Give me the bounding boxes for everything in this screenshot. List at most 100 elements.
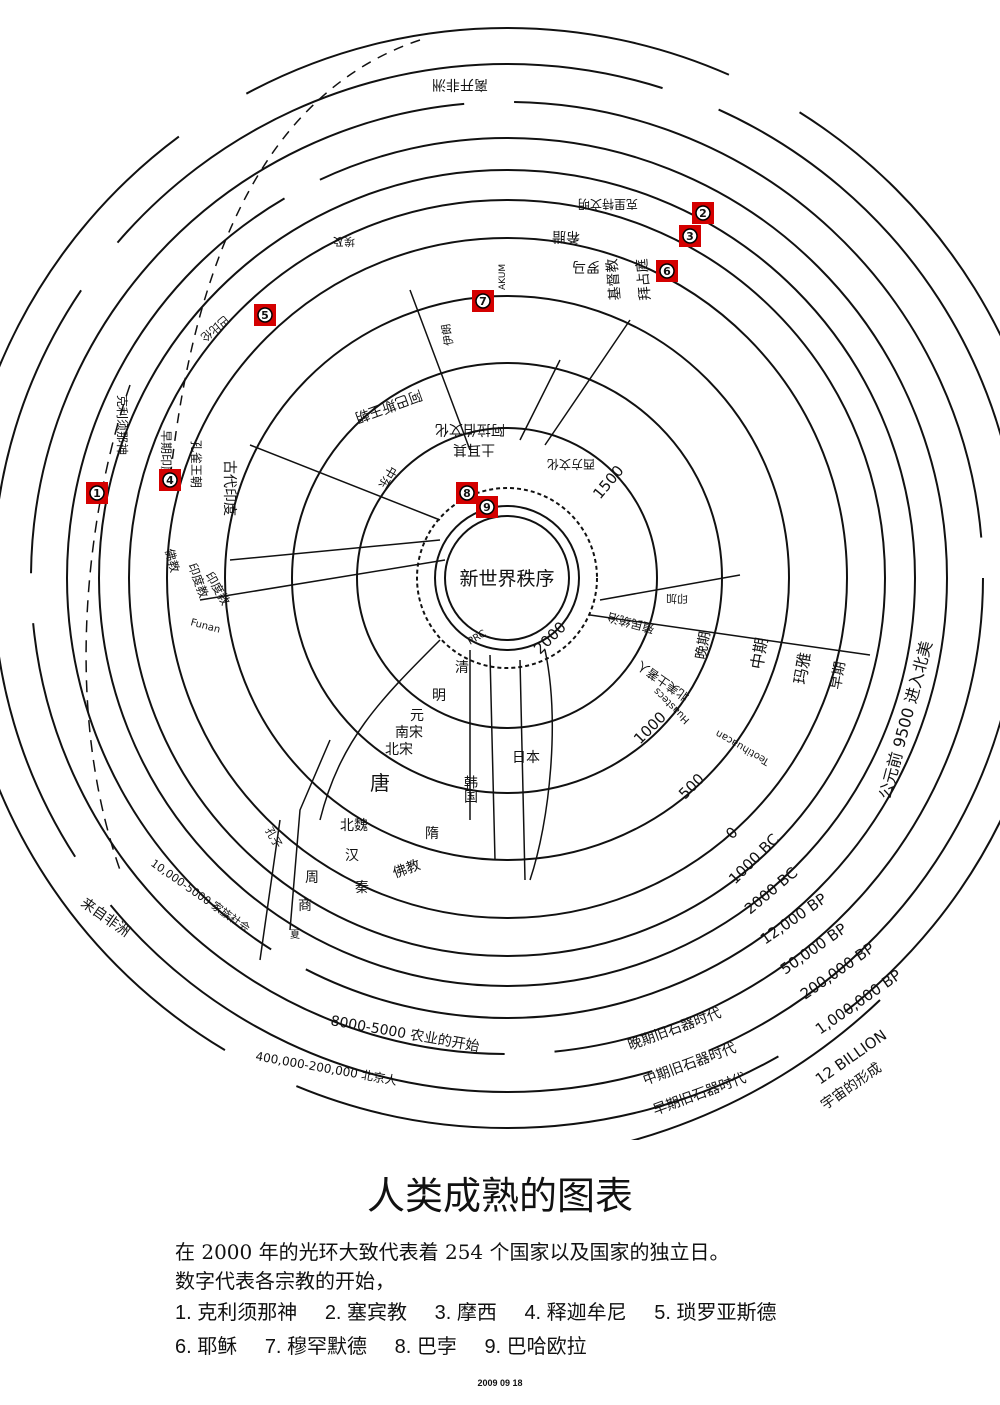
svg-text:3: 3 [686,230,694,243]
religion-legend: 1. 克利须那神 2. 塞宾教 3. 摩西 4. 释迦牟尼 5. 琐罗亚斯德 6… [175,1296,799,1364]
legend-item: 6. 耶稣 [175,1336,238,1358]
label-christianity: 基督教 [603,258,624,301]
label-babylon: 巴比伦 [198,313,232,345]
label-late: 晚期 [693,630,714,660]
ring-12-billion [630,999,881,1140]
label-inca: 印加 [666,592,688,605]
era-from-africa: 来自非洲 [78,895,133,940]
page-title: 人类成熟的图表 [366,1174,633,1218]
ring-2000 [434,505,580,651]
label-qing: 清 [455,660,469,676]
svg-text:1: 1 [93,487,101,500]
label-japan: 日本 [512,750,540,766]
svg-text:9: 9 [483,501,491,514]
badge-5: 5 [254,304,276,326]
label-xia: 夏 [290,929,300,941]
center-sunburst [416,487,598,669]
ring-200000bp [0,63,1000,1093]
badge-8: 8 [456,482,478,504]
badge-9: 9 [476,496,498,518]
label-abbasid: 阿巴斯王朝 [353,386,424,425]
badge-4: 4 [159,469,181,491]
ring-12000bp [66,137,948,1019]
ring-labels: 1500 1000 500 0 1000 BC 2000 BC 12,000 B… [530,462,904,1089]
label-early-india: 早期印度 [159,430,174,478]
label-tang: 唐 [370,771,390,795]
label-buddhism-china: 佛教 [391,857,423,882]
label-colonial-rule: 殖民统治 [606,610,656,637]
label-turkey: 土耳其 [453,441,495,457]
label-northern-wei: 北魏 [340,818,368,834]
badge-2: 2 [692,202,714,224]
date-stamp: 2009 09 18 [477,1378,523,1388]
era-late-paleolithic: 晚期旧石器时代 [626,1005,724,1054]
description-line-1: 在 2000 年的光环大致代表着 254 个国家以及国家的独立日。 [175,1240,730,1264]
label-confucius: 孔子 [262,825,284,851]
svg-text:6: 6 [663,265,671,278]
legend-item: 4. 释迦牟尼 [524,1302,627,1324]
legend-item: 1. 克利须那神 [175,1302,298,1324]
ring-label-1000: 1000 [630,708,670,748]
time-rings [0,27,1000,1140]
label-southern-song: 南宋 [395,725,423,741]
sector-boundaries [85,39,871,961]
badge-7: 7 [472,290,494,312]
label-ancient-india: 古代印度 [221,460,237,516]
label-buddhism: 佛教 [162,547,183,574]
center-circle [444,515,570,641]
label-funan: Funan [189,617,221,635]
badge-3: 3 [679,225,701,247]
era-peking-man: 400,000-200,000 北京人 [254,1049,398,1088]
label-early: 早期 [828,660,849,690]
label-krishna: 克利须那神 [115,395,129,455]
ring-0 [166,237,848,919]
label-sui: 隋 [425,826,439,842]
label-zhou: 周 [305,870,319,886]
human-maturity-diagram: 新世界秩序 1500 1000 500 0 1000 BC 2000 BC 12… [0,27,1000,1140]
label-middle: 中期 [747,636,771,671]
label-ming: 明 [432,688,446,704]
label-shang: 商 [298,898,312,914]
label-arab-culture: 阿拉伯文化 [435,421,505,437]
label-qin: 秦 [355,880,369,896]
svg-text:2: 2 [699,207,707,220]
era-leave-africa: 离开非洲 [432,76,488,93]
religion-badges: 1 2 3 4 5 6 7 8 9 [86,202,714,518]
label-maya: 玛雅 [790,651,814,686]
label-greece: 希腊 [552,228,580,244]
ring-50000bp [30,101,984,1055]
label-western-culture: 西方文化 [547,457,595,472]
center-label: 新世界秩序 [459,568,554,590]
label-akum: AKUM [498,264,508,290]
badge-6: 6 [656,260,678,282]
ring-2000bc [98,169,916,987]
svg-text:8: 8 [463,487,471,500]
legend-item: 8. 巴孛 [394,1336,457,1358]
description-line-2: 数字代表各宗教的开始， [175,1269,395,1293]
label-rome: 罗马 [572,258,600,274]
label-han: 汉 [345,848,359,864]
label-korea: 韩国 [462,775,478,803]
label-egypt: 埃及 [333,235,355,249]
era-family-society: 10,000-5000 家族社会 [148,856,253,935]
legend-item: 9. 巴哈欧拉 [484,1336,587,1358]
svg-text:5: 5 [261,309,269,322]
legend-item: 2. 塞宾教 [324,1302,408,1324]
legend-item: 3. 摩西 [434,1302,497,1324]
svg-text:7: 7 [479,295,487,308]
label-crete: 克里特文明 [578,197,638,212]
label-iran: 伊朗 [439,323,456,347]
ring-1500 [356,427,658,729]
legend-item: 5. 琐罗亚斯德 [654,1302,777,1324]
description: 在 2000 年的光环大致代表着 254 个国家以及国家的独立日。 数字代表各宗… [175,1238,730,1296]
label-maurya: 孔雀王朝 [189,440,203,488]
era-agriculture: 8000-5000 农业的开始 [329,1013,480,1055]
label-byzantine: 拜占庭 [633,258,654,301]
label-northern-song: 北宋 [385,742,413,758]
ring-1000bc [128,199,886,957]
ring-1000000bp [0,27,1000,1129]
legend-item: 7. 穆罕默德 [264,1336,368,1358]
other-sectors: 西方文化 基督教 拜占庭 罗马 希腊 克里特文明 古代印度 印度教 克利须那神 … [115,197,654,648]
svg-text:4: 4 [166,474,174,487]
ring-label-500: 500 [675,770,708,803]
